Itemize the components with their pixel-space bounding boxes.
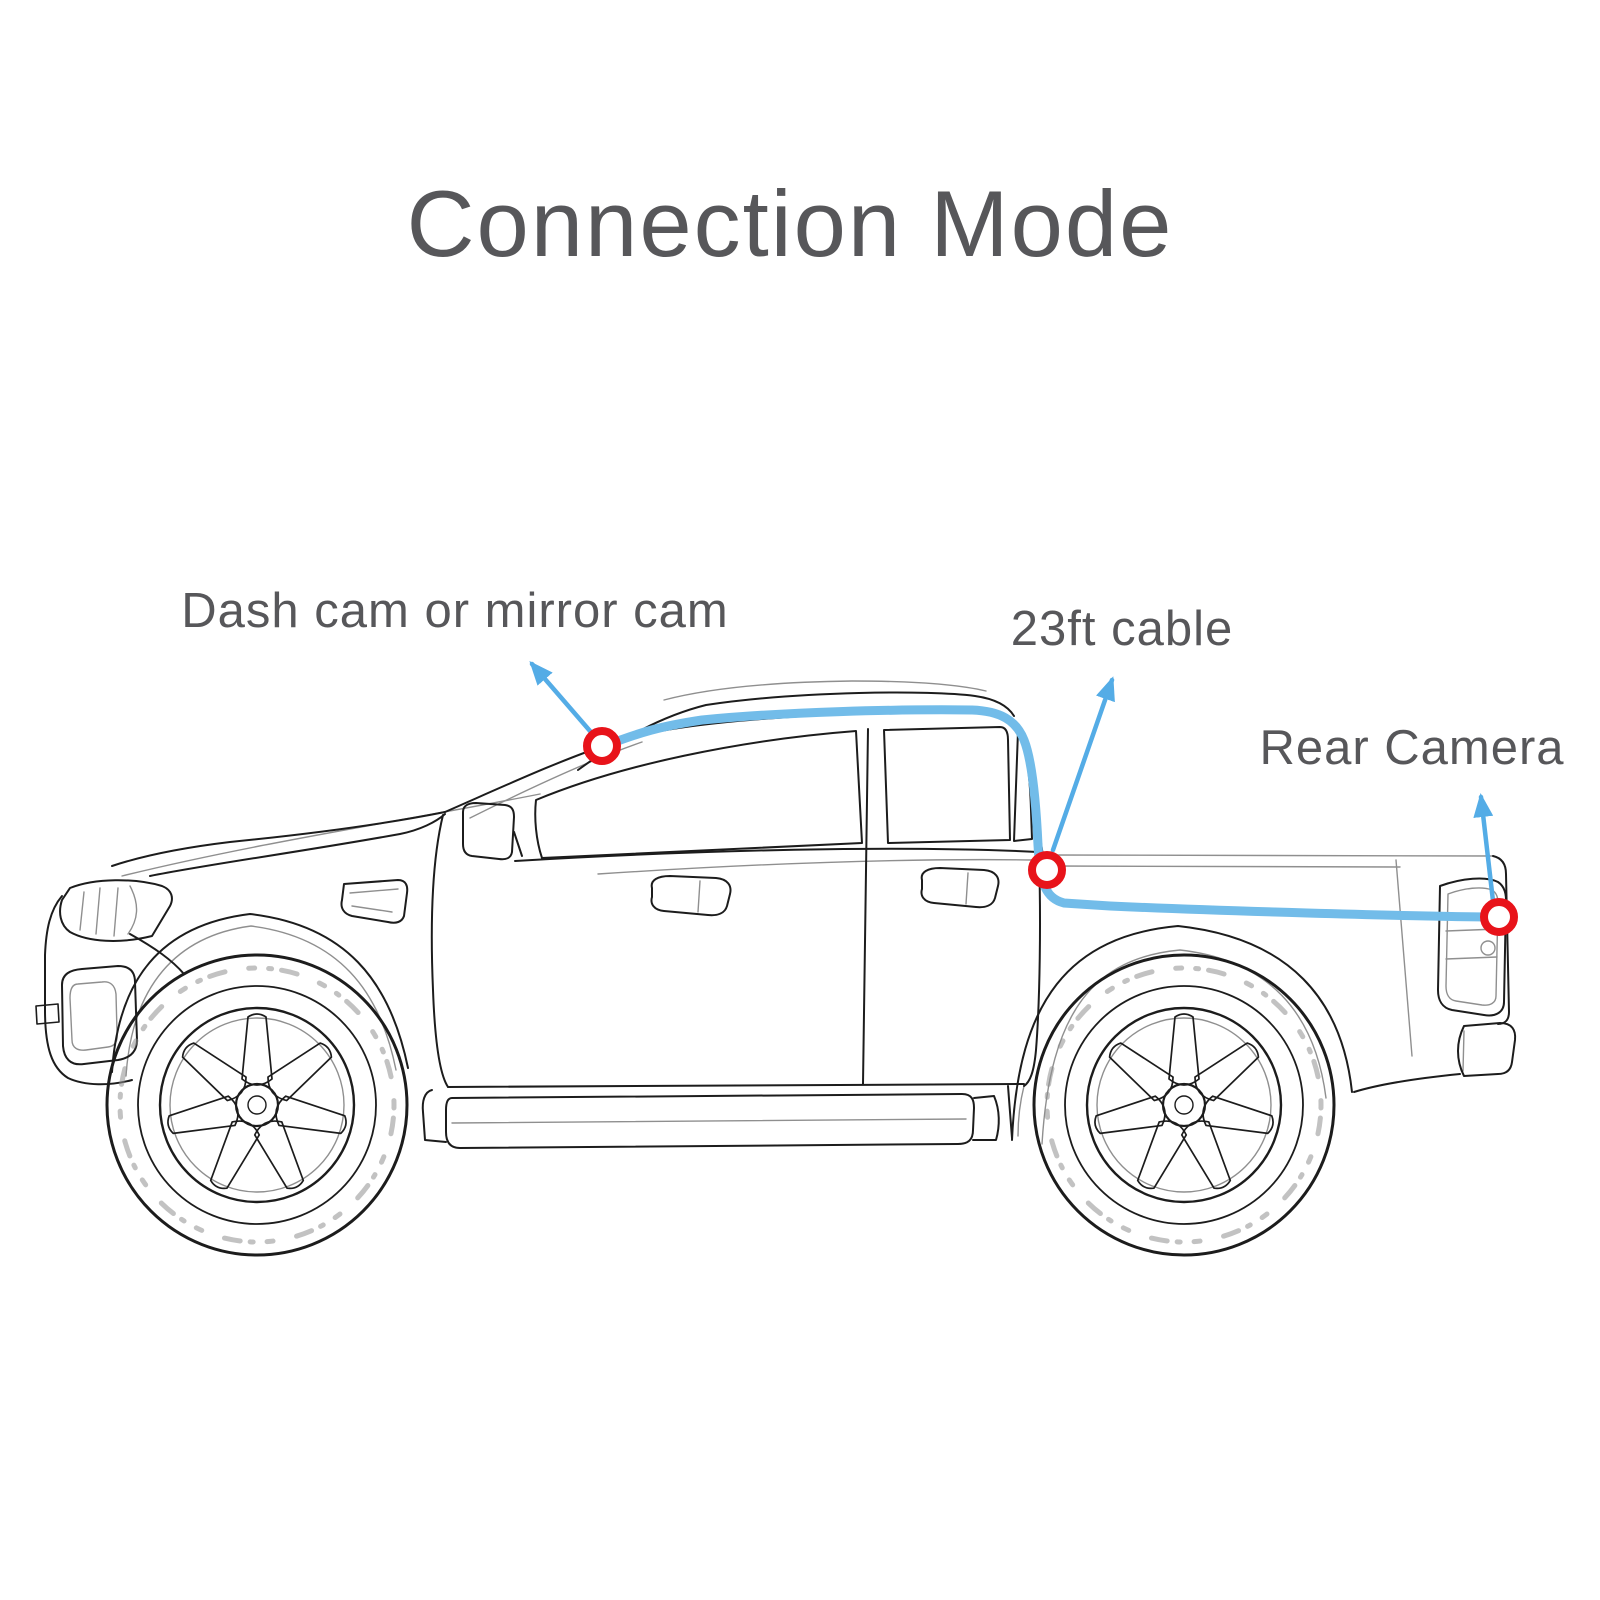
connection-markers	[583, 727, 1518, 936]
rear-door-handle	[920, 867, 1000, 909]
cable-junction-marker	[1028, 851, 1066, 889]
dash-cam-label: Dash cam or mirror cam	[181, 584, 728, 638]
door-bottom-line	[447, 1083, 1025, 1088]
step-bracket-front	[421, 1089, 447, 1143]
rear-wheel-arch	[1011, 925, 1353, 1141]
side-step	[445, 1093, 975, 1149]
fender-crease	[129, 933, 185, 975]
tail-light	[1437, 877, 1507, 1017]
page-title: Connection Mode	[407, 171, 1174, 276]
annotation-arrows	[529, 660, 1496, 904]
rear-door-window	[883, 726, 1011, 844]
roof-drip-line	[444, 708, 1044, 857]
rear-camera-marker	[1480, 898, 1518, 936]
cable-label: 23ft cable	[1011, 602, 1234, 656]
headlight	[59, 879, 173, 942]
fender-vent	[340, 879, 409, 924]
rear-bumper-step	[1457, 1022, 1517, 1077]
tow-hook	[35, 1003, 60, 1025]
door-seam	[862, 728, 869, 1085]
beltline	[514, 847, 1039, 862]
fog-lamp	[61, 965, 138, 1066]
dash-cam-marker	[583, 727, 621, 765]
rear-wheel	[1034, 955, 1334, 1255]
front-door-handle	[650, 875, 732, 917]
rear-door-edge	[1023, 855, 1041, 1087]
cable-arrow	[1050, 676, 1115, 853]
front-wheel-arch	[111, 913, 409, 1073]
front-bumper	[44, 895, 133, 1086]
side-mirror	[462, 802, 515, 861]
rear-camera-label: Rear Camera	[1259, 721, 1564, 775]
mirror-arm	[513, 831, 523, 857]
splash-guard	[1007, 1085, 1013, 1139]
hood-line	[111, 811, 446, 867]
front-door-edge	[430, 814, 449, 1088]
front-wheel	[107, 955, 407, 1255]
cable-path	[597, 705, 1493, 922]
dash-cam-arrow	[529, 660, 593, 734]
step-bracket-rear	[972, 1095, 1000, 1141]
rear-camera-arrow	[1473, 793, 1496, 904]
front-door-window	[534, 730, 863, 859]
hood-cut-line	[149, 813, 446, 877]
rear-underbody	[1353, 1073, 1461, 1093]
